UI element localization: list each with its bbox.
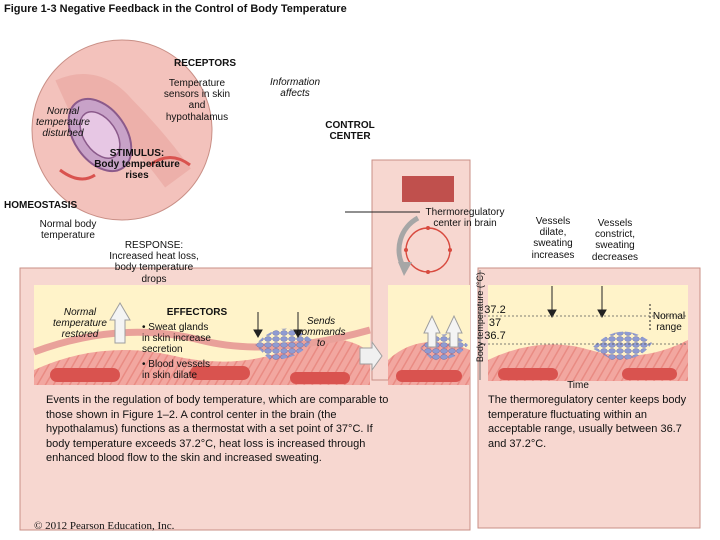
right-caption: The thermoregulatory center keeps body t… — [488, 394, 687, 450]
receptors-heading: RECEPTORS — [173, 58, 237, 69]
thermostat-loop — [396, 215, 452, 276]
stimulus-label: STIMULUS: Body temperature rises — [94, 148, 180, 182]
graph-arrows — [547, 286, 651, 330]
heat-loss-arrows — [109, 302, 131, 344]
normal-range-label: Normal range — [652, 311, 686, 334]
sends-commands-arrow — [359, 340, 383, 372]
right-skin-block — [488, 285, 688, 381]
homeostasis-label: HOMEOSTASIS — [4, 200, 78, 211]
left-caption: Events in the regulation of body tempera… — [46, 394, 389, 465]
normal-temperature-disturbed-label: Normal temperature disturbed — [36, 106, 90, 140]
tick-low: 36.7 — [484, 330, 506, 342]
brain-box — [402, 176, 454, 202]
figure-title: Figure 1-3 Negative Feedback in the Cont… — [4, 3, 347, 15]
information-affects-label: Information affects — [269, 77, 321, 100]
control-center-heading: CONTROL CENTER — [325, 120, 375, 143]
receptor-skin-closeup — [31, 39, 213, 221]
vessels-dilate-label: Vessels dilate, sweating increases — [531, 216, 575, 261]
effectors-heading: EFFECTORS — [166, 307, 228, 318]
response-label: RESPONSE: Increased heat loss, body temp… — [109, 240, 199, 285]
effector-arrows — [253, 312, 303, 339]
normal-temperature-restored-label: Normal temperature restored — [53, 307, 107, 341]
thermoregulatory-center-label: Thermoregulatory center in brain — [425, 207, 505, 230]
tick-high: 37.2 — [484, 304, 506, 316]
sends-commands-label: Sends commands to — [296, 316, 346, 350]
temperature-sensors-label: Temperature sensors in skin and hypothal… — [163, 78, 231, 123]
effector-item-vessels: • Blood vessels in skin dilate — [142, 359, 210, 382]
normal-body-temperature-label: Normal body temperature — [39, 219, 97, 242]
effector-item-sweat: • Sweat glands in skin increase secretio… — [142, 322, 211, 356]
copyright-notice: © 2012 Pearson Education, Inc. — [34, 520, 175, 532]
tick-mid: 37 — [488, 317, 502, 329]
middle-skin-block — [388, 285, 470, 385]
time-label: Time — [567, 380, 589, 391]
left-skin-block — [32, 285, 371, 385]
vessels-constrict-label: Vessels constrict, sweating decreases — [591, 218, 639, 263]
